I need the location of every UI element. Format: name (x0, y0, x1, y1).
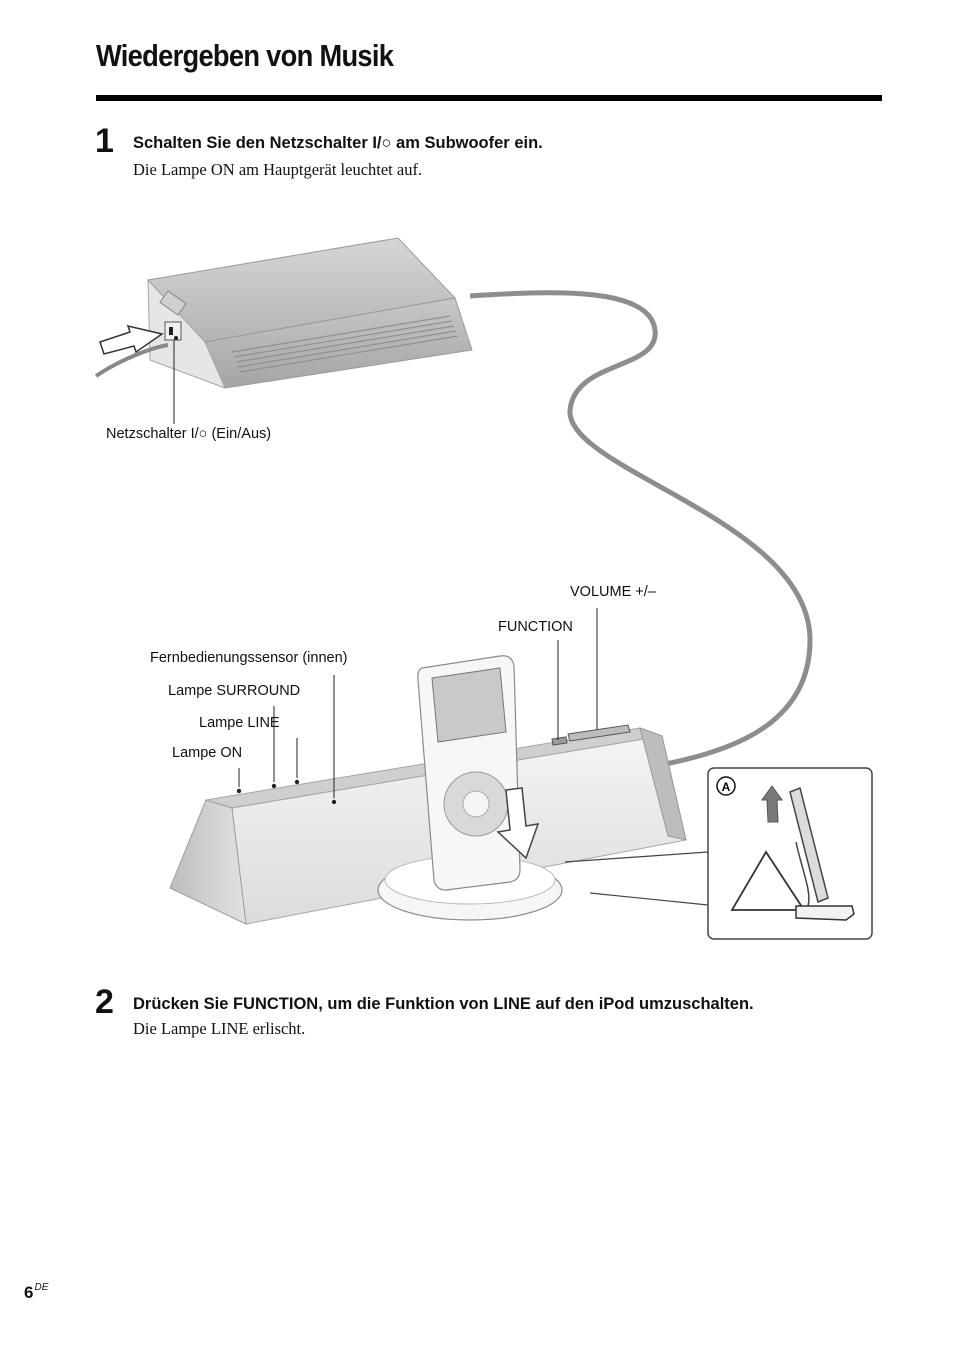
page-number-value: 6 (24, 1283, 34, 1302)
subwoofer (94, 237, 473, 389)
product-illustration: Netzschalter I/○ (Ein/Aus) VOLUME +/– FU… (94, 237, 873, 940)
inset-marker: A (722, 780, 731, 794)
step-1-body: Die Lampe ON am Hauptgerät leuchtet auf. (133, 160, 423, 179)
inset-detail: A (564, 767, 873, 940)
label-volume: VOLUME +/– (570, 584, 657, 600)
label-lamp-surround: Lampe SURROUND (168, 683, 300, 699)
label-remote-sensor: Fernbedienungssensor (innen) (150, 650, 348, 666)
step-2-body: Die Lampe LINE erlischt. (133, 1019, 306, 1038)
label-power-switch: Netzschalter I/○ (Ein/Aus) (106, 426, 271, 442)
step-1-heading: Schalten Sie den Netzschalter I/○ am Sub… (133, 134, 543, 152)
page-number-suffix: DE (34, 1282, 49, 1293)
step-2-number: 2 (95, 983, 114, 1021)
page-title: Wiedergeben von Musik (96, 38, 394, 73)
up-arrow-icon (761, 785, 783, 823)
label-function: FUNCTION (498, 619, 573, 635)
connection-cable (469, 290, 813, 768)
title-rule (96, 95, 882, 101)
step-2-heading: Drücken Sie FUNCTION, um die Funktion vo… (133, 995, 754, 1013)
insert-arrow-icon (496, 787, 540, 860)
step-1-number: 1 (95, 122, 114, 160)
label-lamp-on: Lampe ON (172, 745, 242, 761)
ipod (417, 655, 521, 891)
page-number: 6DE (24, 1282, 48, 1303)
press-arrow-icon (99, 324, 164, 355)
label-lamp-line: Lampe LINE (199, 715, 280, 731)
